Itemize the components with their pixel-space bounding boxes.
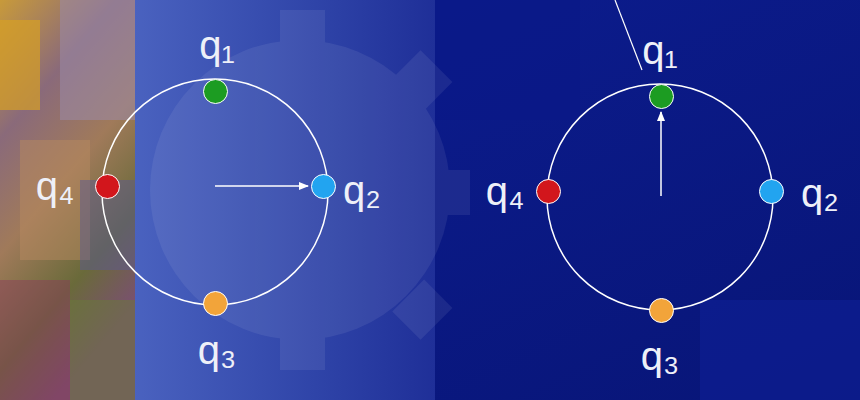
state-label: q₂ xyxy=(801,173,839,213)
state-arrow xyxy=(215,185,308,187)
state-label: q₂ xyxy=(343,170,381,210)
state-label: q₄ xyxy=(36,166,75,206)
gear-shape xyxy=(150,10,470,370)
photo-patch xyxy=(0,20,40,110)
state-label: q₃ xyxy=(198,330,237,370)
state-dot xyxy=(203,79,228,104)
photo-patch xyxy=(70,300,135,400)
leader-line xyxy=(615,0,642,70)
state-label: q₄ xyxy=(486,171,525,211)
state-label: q₁ xyxy=(199,25,235,65)
state-dot xyxy=(203,291,228,316)
state-dot xyxy=(95,174,120,199)
background-block xyxy=(430,0,580,120)
photo-patch xyxy=(20,140,90,260)
circle-outline xyxy=(102,79,328,305)
state-label: q₁ xyxy=(642,30,678,70)
state-arrow xyxy=(660,112,662,196)
background-block xyxy=(700,300,860,400)
photo-strip xyxy=(0,0,135,400)
state-label: q₃ xyxy=(641,336,680,376)
photo-patch xyxy=(60,0,135,120)
circle-outline xyxy=(547,84,773,310)
state-dot xyxy=(311,174,336,199)
state-dot xyxy=(649,84,674,109)
state-dot xyxy=(649,298,674,323)
state-dot xyxy=(759,179,784,204)
photo-patch xyxy=(0,280,70,400)
state-dot xyxy=(536,179,561,204)
